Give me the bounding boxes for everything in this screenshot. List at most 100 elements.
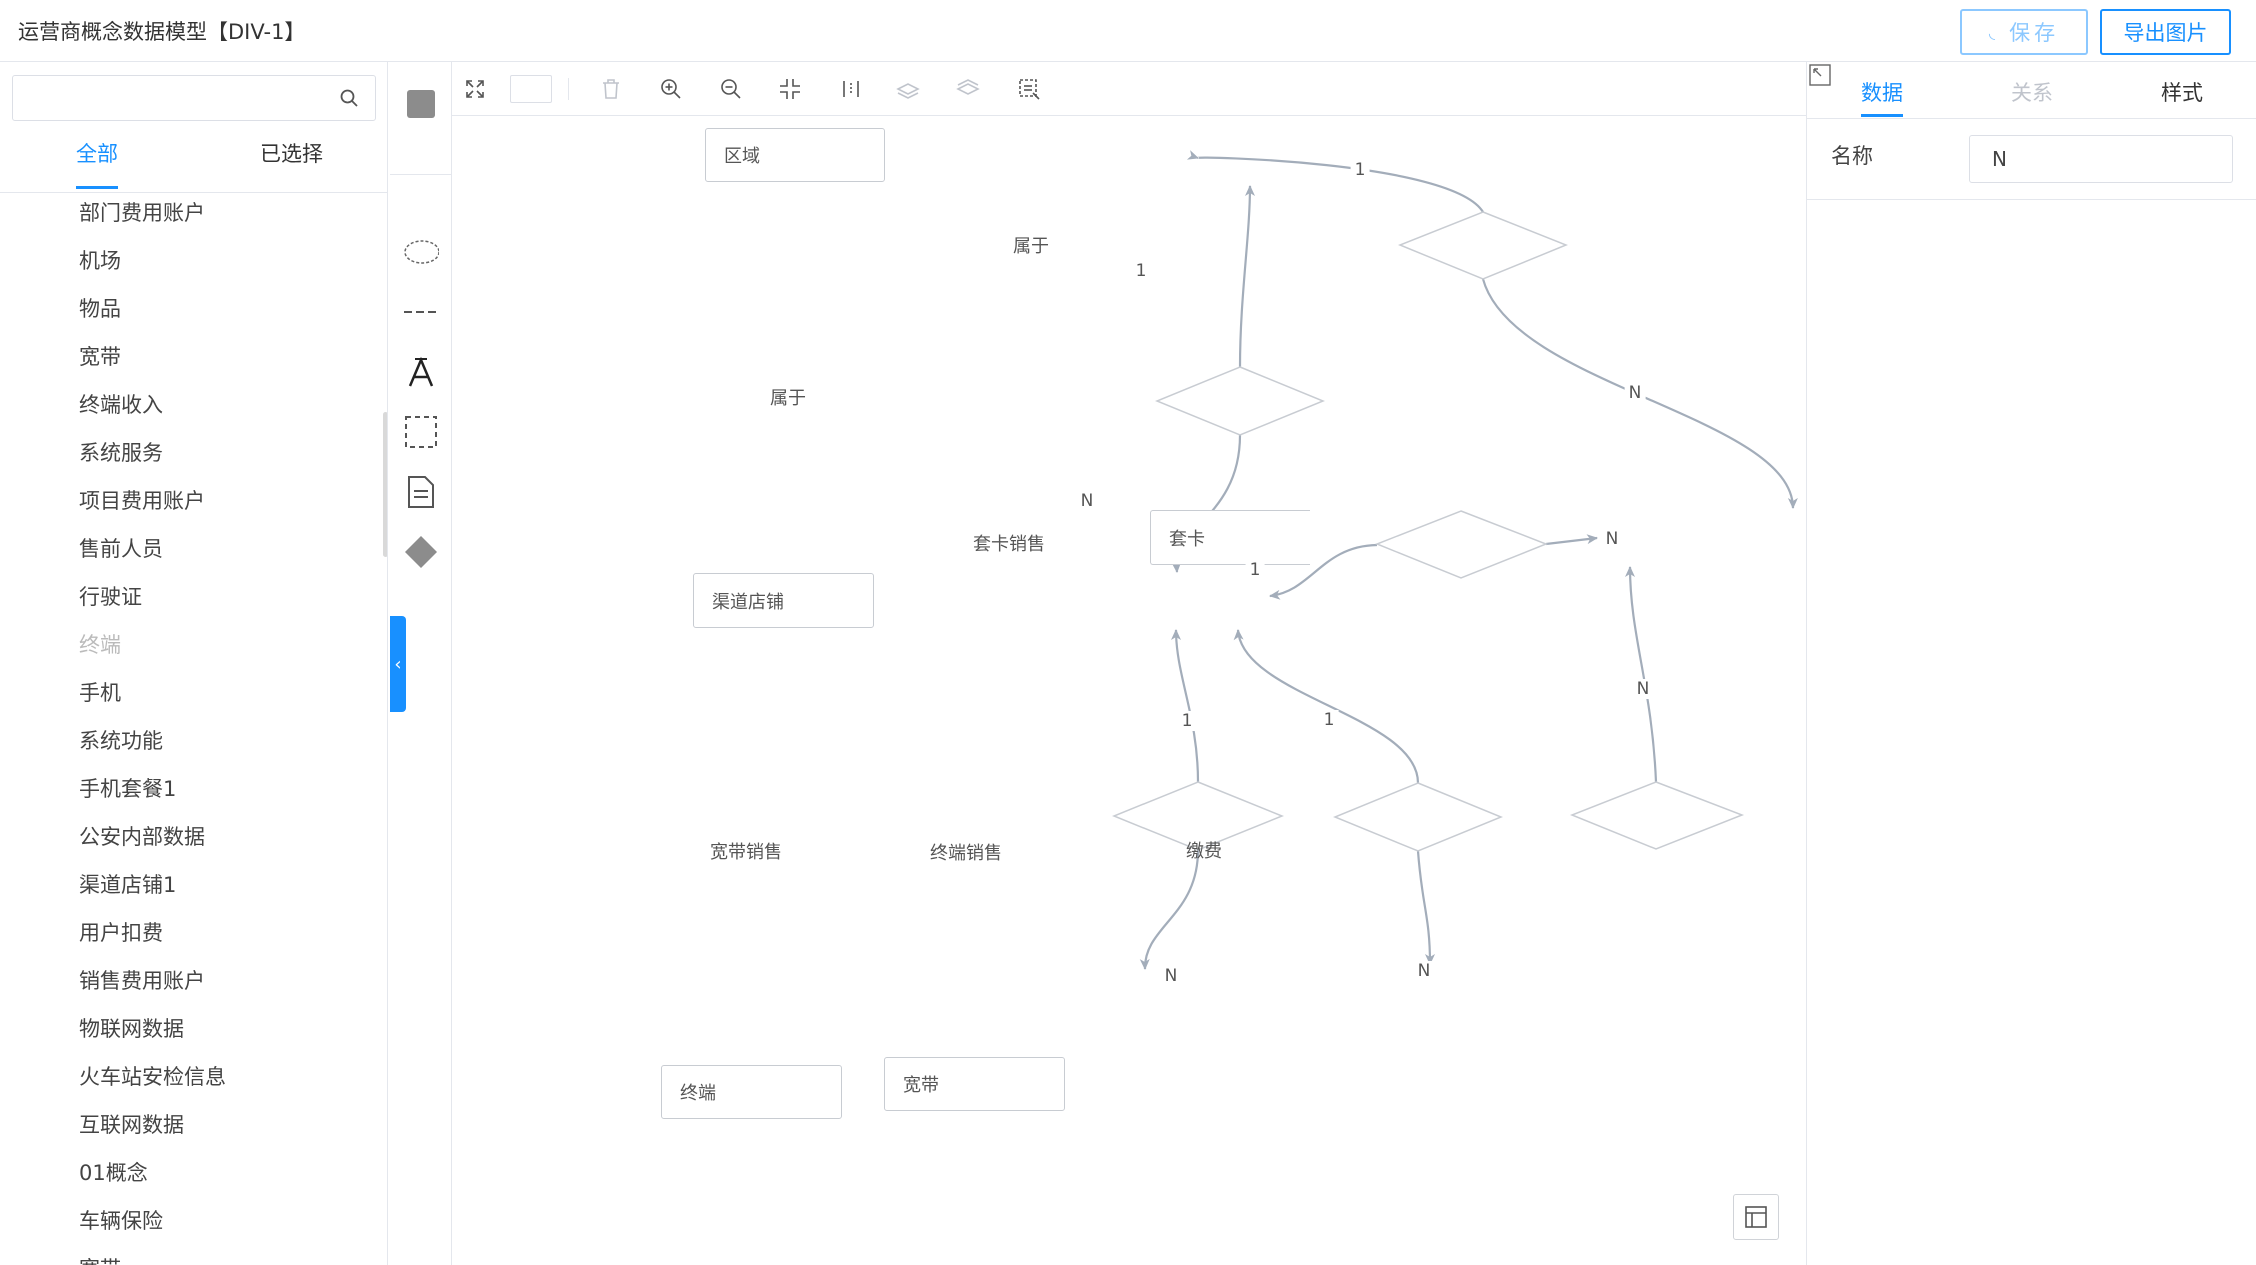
entity-list-item[interactable]: 宽带 (79, 345, 121, 369)
entity-list-item[interactable]: 公安内部数据 (79, 825, 205, 849)
entity-list-item[interactable]: 项目费用账户 (79, 489, 205, 513)
send-backward-button[interactable] (956, 76, 982, 102)
entity-broadband[interactable]: 宽带 (884, 1057, 1065, 1111)
edge-belongs-top-simcard[interactable] (1481, 278, 1798, 509)
document-icon (408, 476, 434, 508)
delete-button[interactable] (598, 76, 624, 102)
tab-style[interactable]: 样式 (2161, 81, 2203, 105)
entity-list-item[interactable]: 火车站安检信息 (79, 1065, 226, 1089)
bring-forward-button[interactable] (896, 76, 922, 102)
expand-icon[interactable] (1809, 64, 1831, 86)
search-input[interactable] (23, 78, 327, 120)
edge-termsale-broadband[interactable] (1416, 850, 1435, 965)
text-tool[interactable] (403, 354, 439, 390)
entity-list-item[interactable]: 宽带 (79, 1253, 121, 1265)
relation-diamond-card-sale[interactable] (1374, 510, 1549, 579)
name-field[interactable] (1969, 135, 2233, 183)
entity-list-item[interactable]: 互联网数据 (79, 1113, 184, 1137)
entity-list-item[interactable]: 渠道店铺1 (79, 873, 177, 897)
edge-cardsale-simcard[interactable] (1545, 534, 1598, 546)
entity-list-item[interactable]: 销售费用账户 (79, 969, 205, 993)
edge-cardsale-store[interactable] (1269, 543, 1378, 600)
save-button[interactable]: ◟ 保存 (1960, 9, 2088, 55)
entity-list-item[interactable]: 行驶证 (79, 585, 142, 609)
entity-channel-store[interactable]: 渠道店铺 (693, 573, 874, 628)
auto-layout-button[interactable] (1016, 76, 1042, 102)
entity-region[interactable]: 区域 (705, 128, 885, 182)
entity-list-item[interactable]: 物联网数据 (79, 1017, 184, 1041)
entity-terminal[interactable]: 终端 (661, 1065, 842, 1119)
edge-label[interactable]: N (1160, 966, 1182, 986)
edge-label[interactable]: 1 (1131, 261, 1151, 281)
edge-label[interactable]: N (1601, 529, 1623, 549)
entity-list-item[interactable]: 系统功能 (79, 729, 163, 753)
note-tool[interactable] (403, 474, 439, 510)
entity-tabs (0, 136, 387, 193)
edge-payment-simcard[interactable] (1625, 566, 1658, 783)
edge-bbsale-store[interactable] (1171, 629, 1200, 783)
entity-sim-card[interactable]: 套卡 (1150, 510, 1310, 565)
zoom-out-button[interactable] (718, 76, 744, 102)
edge-label[interactable]: N (1632, 679, 1654, 699)
fullscreen-icon (466, 80, 484, 98)
relation-label-payment: 缴费 (1186, 841, 1222, 862)
relation-diamond-belongs-left[interactable] (1155, 366, 1325, 436)
tab-all[interactable]: 全部 (76, 142, 118, 166)
relation-diamond-belongs-top[interactable] (1397, 211, 1569, 280)
collapse-left-panel-handle[interactable]: ‹ (390, 616, 406, 712)
entity-shape-tool[interactable] (403, 86, 439, 122)
shape-toolbox (390, 62, 452, 1265)
entity-list-item[interactable]: 01概念 (79, 1161, 148, 1185)
line-tool[interactable] (403, 294, 439, 330)
edge-bbsale-terminal[interactable] (1139, 849, 1200, 970)
fit-screen-button[interactable] (462, 76, 488, 102)
tab-data[interactable]: 数据 (1861, 81, 1903, 105)
ellipse-icon (404, 240, 439, 264)
entity-list-item[interactable]: 手机 (79, 681, 121, 705)
entity-list-item[interactable]: 系统服务 (79, 441, 163, 465)
entity-list-item[interactable]: 机场 (79, 249, 121, 273)
zoom-in-button[interactable] (658, 76, 684, 102)
entity-list-scrollbar[interactable] (383, 412, 387, 557)
tab-selected[interactable]: 已选择 (260, 142, 323, 166)
relation-diamond-broadband-sale[interactable] (1112, 781, 1284, 851)
edge-label[interactable]: N (1413, 961, 1435, 981)
save-button-label: 保存 (2009, 21, 2060, 45)
export-image-button[interactable]: 导出图片 (2100, 9, 2231, 55)
edge-label[interactable]: 1 (1245, 560, 1265, 580)
search-icon[interactable] (339, 88, 359, 108)
edge-label[interactable]: 1 (1177, 711, 1197, 731)
entity-list-item[interactable]: 手机套餐1 (79, 777, 177, 801)
minimap-toggle-button[interactable] (1733, 1194, 1779, 1240)
layer-down-icon (956, 79, 980, 95)
fill-color-picker[interactable] (510, 75, 552, 103)
properties-form (1807, 119, 2256, 200)
entity-label: 宽带 (903, 1075, 939, 1096)
actual-size-button[interactable] (777, 76, 803, 102)
edge-belongs-top-region[interactable] (1186, 149, 1484, 213)
edge-label[interactable]: 1 (1350, 160, 1370, 180)
relation-shape-tool[interactable] (403, 534, 439, 570)
edge-termsale-store[interactable] (1233, 629, 1420, 784)
toolbar-separator (568, 78, 569, 100)
diagram-canvas[interactable]: 区域 渠道店铺 套卡 终端 宽带 属于 属于 套卡销售 宽带销售 终端销售 缴费… (452, 116, 1806, 1265)
entity-list-item[interactable]: 终端收入 (79, 393, 163, 417)
edge-label[interactable]: N (1624, 383, 1646, 403)
entity-list-item[interactable]: 售前人员 (79, 537, 163, 561)
tab-relation[interactable]: 关系 (2011, 81, 2053, 105)
relation-diamond-terminal-sale[interactable] (1333, 782, 1503, 852)
entity-list-item[interactable]: 用户扣费 (79, 921, 163, 945)
edge-label[interactable]: 1 (1319, 710, 1339, 730)
edge-belongs-left-region[interactable] (1238, 185, 1255, 368)
entity-list-item[interactable]: 车辆保险 (79, 1209, 163, 1233)
entity-list-item[interactable]: 部门费用账户 (79, 201, 205, 225)
entity-list-item[interactable]: 终端 (79, 633, 121, 657)
name-field-label: 名称 (1831, 144, 1873, 168)
relation-diamond-payment[interactable] (1569, 781, 1745, 850)
properties-tabs (1807, 62, 2256, 119)
ellipse-tool[interactable] (403, 234, 439, 270)
align-button[interactable] (838, 76, 864, 102)
entity-list-item[interactable]: 物品 (79, 297, 121, 321)
selection-tool[interactable] (403, 414, 439, 450)
edge-label[interactable]: N (1076, 491, 1098, 511)
